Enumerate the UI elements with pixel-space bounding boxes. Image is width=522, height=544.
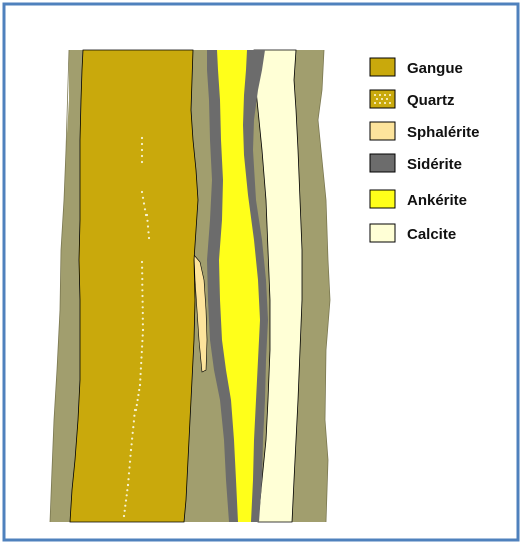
quartz-dot bbox=[129, 461, 131, 463]
quartz-dot bbox=[141, 295, 143, 297]
quartz-dot bbox=[142, 329, 144, 331]
quartz-dot bbox=[142, 312, 144, 314]
quartz-dot bbox=[124, 505, 126, 507]
quartz-dot bbox=[141, 267, 143, 269]
quartz-dot bbox=[141, 351, 143, 353]
quartz-dot bbox=[141, 284, 143, 286]
gangue-band bbox=[70, 50, 198, 522]
legend-item-quartz: Quartz bbox=[370, 90, 455, 109]
legend-swatch-calcite bbox=[370, 224, 395, 242]
quartz-dot bbox=[146, 220, 148, 222]
vein-cross-section bbox=[50, 50, 330, 522]
legend-label-calcite: Calcite bbox=[407, 226, 456, 243]
quartz-dot bbox=[142, 334, 144, 336]
quartz-dot bbox=[127, 478, 129, 480]
quartz-dot bbox=[142, 323, 144, 325]
legend-label-sphalerite: Sphalérite bbox=[407, 124, 480, 141]
legend-item-calcite: Calcite bbox=[370, 224, 456, 243]
quartz-dot bbox=[128, 466, 130, 468]
quartz-dot bbox=[136, 404, 138, 406]
quartz-dot bbox=[141, 137, 143, 139]
quartz-dot bbox=[129, 455, 131, 457]
quartz-dot bbox=[132, 432, 134, 434]
legend-item-ankerite: Ankérite bbox=[370, 190, 467, 209]
quartz-dot bbox=[140, 373, 142, 375]
quartz-dot bbox=[147, 225, 149, 227]
quartz-dot bbox=[139, 378, 141, 380]
quartz-dot bbox=[137, 394, 139, 396]
quartz-dot bbox=[133, 415, 135, 417]
legend-label-quartz: Quartz bbox=[407, 92, 455, 109]
legend-label-siderite: Sidérite bbox=[407, 156, 462, 173]
legend-swatch-gangue bbox=[370, 58, 395, 76]
quartz-dot bbox=[133, 420, 135, 422]
quartz-dot bbox=[138, 389, 140, 391]
quartz-dot bbox=[147, 231, 149, 233]
quartz-dot bbox=[142, 197, 144, 199]
quartz-dot bbox=[140, 356, 142, 358]
quartz-dot bbox=[124, 510, 126, 512]
quartz-dot bbox=[141, 143, 143, 145]
quartz-dot bbox=[141, 191, 143, 193]
quartz-dot bbox=[132, 426, 134, 428]
legend-swatch-siderite bbox=[370, 154, 395, 172]
quartz-dot bbox=[148, 237, 150, 239]
quartz-dot bbox=[141, 149, 143, 151]
quartz-dot bbox=[141, 161, 143, 163]
quartz-dot bbox=[142, 301, 144, 303]
legend-label-ankerite: Ankérite bbox=[407, 192, 467, 209]
quartz-dot bbox=[146, 214, 148, 216]
quartz-dot bbox=[130, 449, 132, 451]
quartz-dot bbox=[123, 515, 125, 517]
quartz-dot bbox=[134, 409, 136, 411]
quartz-dot bbox=[144, 208, 146, 210]
legend-item-gangue: Gangue bbox=[370, 58, 463, 77]
legend-item-siderite: Sidérite bbox=[370, 154, 462, 173]
quartz-dot bbox=[131, 438, 133, 440]
quartz-dot bbox=[126, 489, 128, 491]
quartz-dot bbox=[139, 384, 141, 386]
quartz-dot bbox=[128, 472, 130, 474]
quartz-dot bbox=[142, 318, 144, 320]
quartz-dot bbox=[141, 155, 143, 157]
quartz-dot bbox=[131, 443, 133, 445]
quartz-dot bbox=[141, 261, 143, 263]
legend-label-gangue: Gangue bbox=[407, 60, 463, 77]
quartz-dot bbox=[140, 362, 142, 364]
quartz-dot bbox=[141, 289, 143, 291]
quartz-dot bbox=[142, 306, 144, 308]
legend-item-sphalerite: Sphalérite bbox=[370, 122, 480, 141]
quartz-dot bbox=[141, 272, 143, 274]
quartz-dot bbox=[141, 345, 143, 347]
quartz-dot bbox=[127, 484, 129, 486]
quartz-dot bbox=[125, 499, 127, 501]
quartz-dot bbox=[137, 399, 139, 401]
quartz-dot bbox=[141, 340, 143, 342]
legend-swatch-ankerite bbox=[370, 190, 395, 208]
quartz-dot bbox=[140, 367, 142, 369]
legend-swatch-sphalerite bbox=[370, 122, 395, 140]
quartz-dot bbox=[141, 278, 143, 280]
quartz-dot bbox=[143, 202, 145, 204]
quartz-dot bbox=[126, 494, 128, 496]
